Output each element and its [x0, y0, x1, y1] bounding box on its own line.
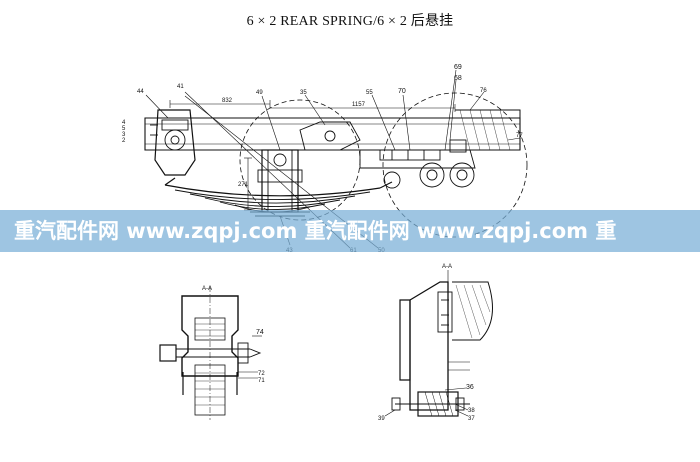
callout-label: 69	[454, 64, 462, 71]
section-left-labels: A-A 74 72 71	[202, 286, 265, 384]
callout-label: 49	[256, 90, 263, 96]
section-label: A-A	[442, 264, 452, 270]
callout-label: 74	[256, 329, 264, 336]
section-right-labels: A-A 36 38 37 39	[378, 264, 475, 422]
dimension-label: 832	[222, 98, 233, 104]
side-number: 5	[122, 126, 126, 132]
callout-label: 44	[137, 89, 144, 95]
callout-label: 38	[468, 408, 475, 414]
callout-label: 70	[398, 88, 406, 95]
callout-label: 35	[300, 90, 307, 96]
section-left-view	[159, 286, 262, 420]
main-side-view	[144, 69, 528, 249]
callout-label: 68	[454, 75, 462, 82]
callout-label: 37	[468, 416, 475, 422]
section-label: A-A	[202, 286, 212, 292]
watermark-text: 重汽配件网 www.zqpj.com 重汽配件网 www.zqpj.com 重	[14, 219, 617, 243]
callout-label: 36	[466, 384, 474, 391]
side-number: 4	[122, 120, 126, 126]
callout-label: 55	[366, 90, 373, 96]
dimension-label: 271	[238, 182, 249, 188]
callout-label: 71	[258, 378, 265, 384]
callout-label: 39	[378, 416, 385, 422]
side-number: 3	[122, 132, 126, 138]
section-right-view	[384, 270, 493, 417]
callout-label: 76	[480, 88, 487, 94]
callout-label: 72	[258, 371, 265, 377]
callout-label: 77	[516, 133, 523, 139]
dimension-label: 1157	[352, 102, 366, 108]
drawing-title: 6 × 2 REAR SPRING/6 × 2 后悬挂	[246, 14, 454, 29]
side-number: 2	[122, 138, 126, 144]
callout-label: 41	[177, 84, 184, 90]
watermark-band	[0, 210, 700, 252]
